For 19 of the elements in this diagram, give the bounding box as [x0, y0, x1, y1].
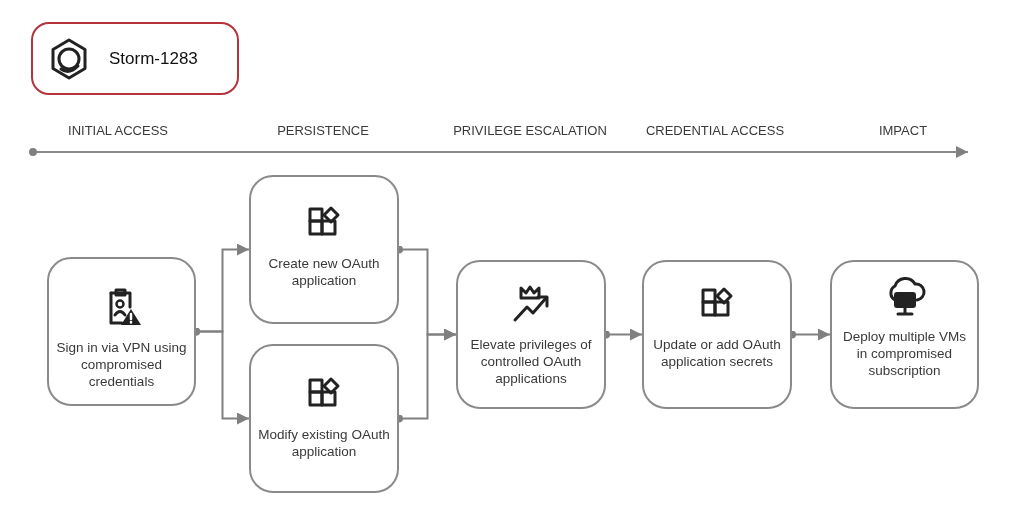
step-card [456, 260, 606, 409]
step-text: Update or add OAuth application secrets [652, 336, 782, 370]
step-text: Create new OAuth application [267, 255, 381, 289]
step-text: Sign in via VPN using compromised credentials [55, 339, 188, 390]
phase-label: CREDENTIAL ACCESS [645, 123, 785, 138]
step-card [830, 260, 979, 409]
phase-label: IMPACT [878, 123, 928, 138]
phase-label: PERSISTENCE [277, 123, 369, 138]
step-text: Deploy multiple VMs in compromised subscription [841, 328, 967, 379]
step-text: Elevate privileges of controlled OAuth applications [469, 336, 593, 387]
step-card [642, 260, 792, 409]
actor-card [31, 22, 239, 95]
phase-label: PRIVILEGE ESCALATION [453, 123, 607, 138]
step-card [47, 257, 196, 406]
step-card [249, 175, 399, 324]
actor-name: Storm-1283 [108, 50, 199, 67]
phase-label: INITIAL ACCESS [68, 123, 168, 138]
step-card [249, 344, 399, 493]
step-text: Modify existing OAuth application [257, 426, 391, 460]
